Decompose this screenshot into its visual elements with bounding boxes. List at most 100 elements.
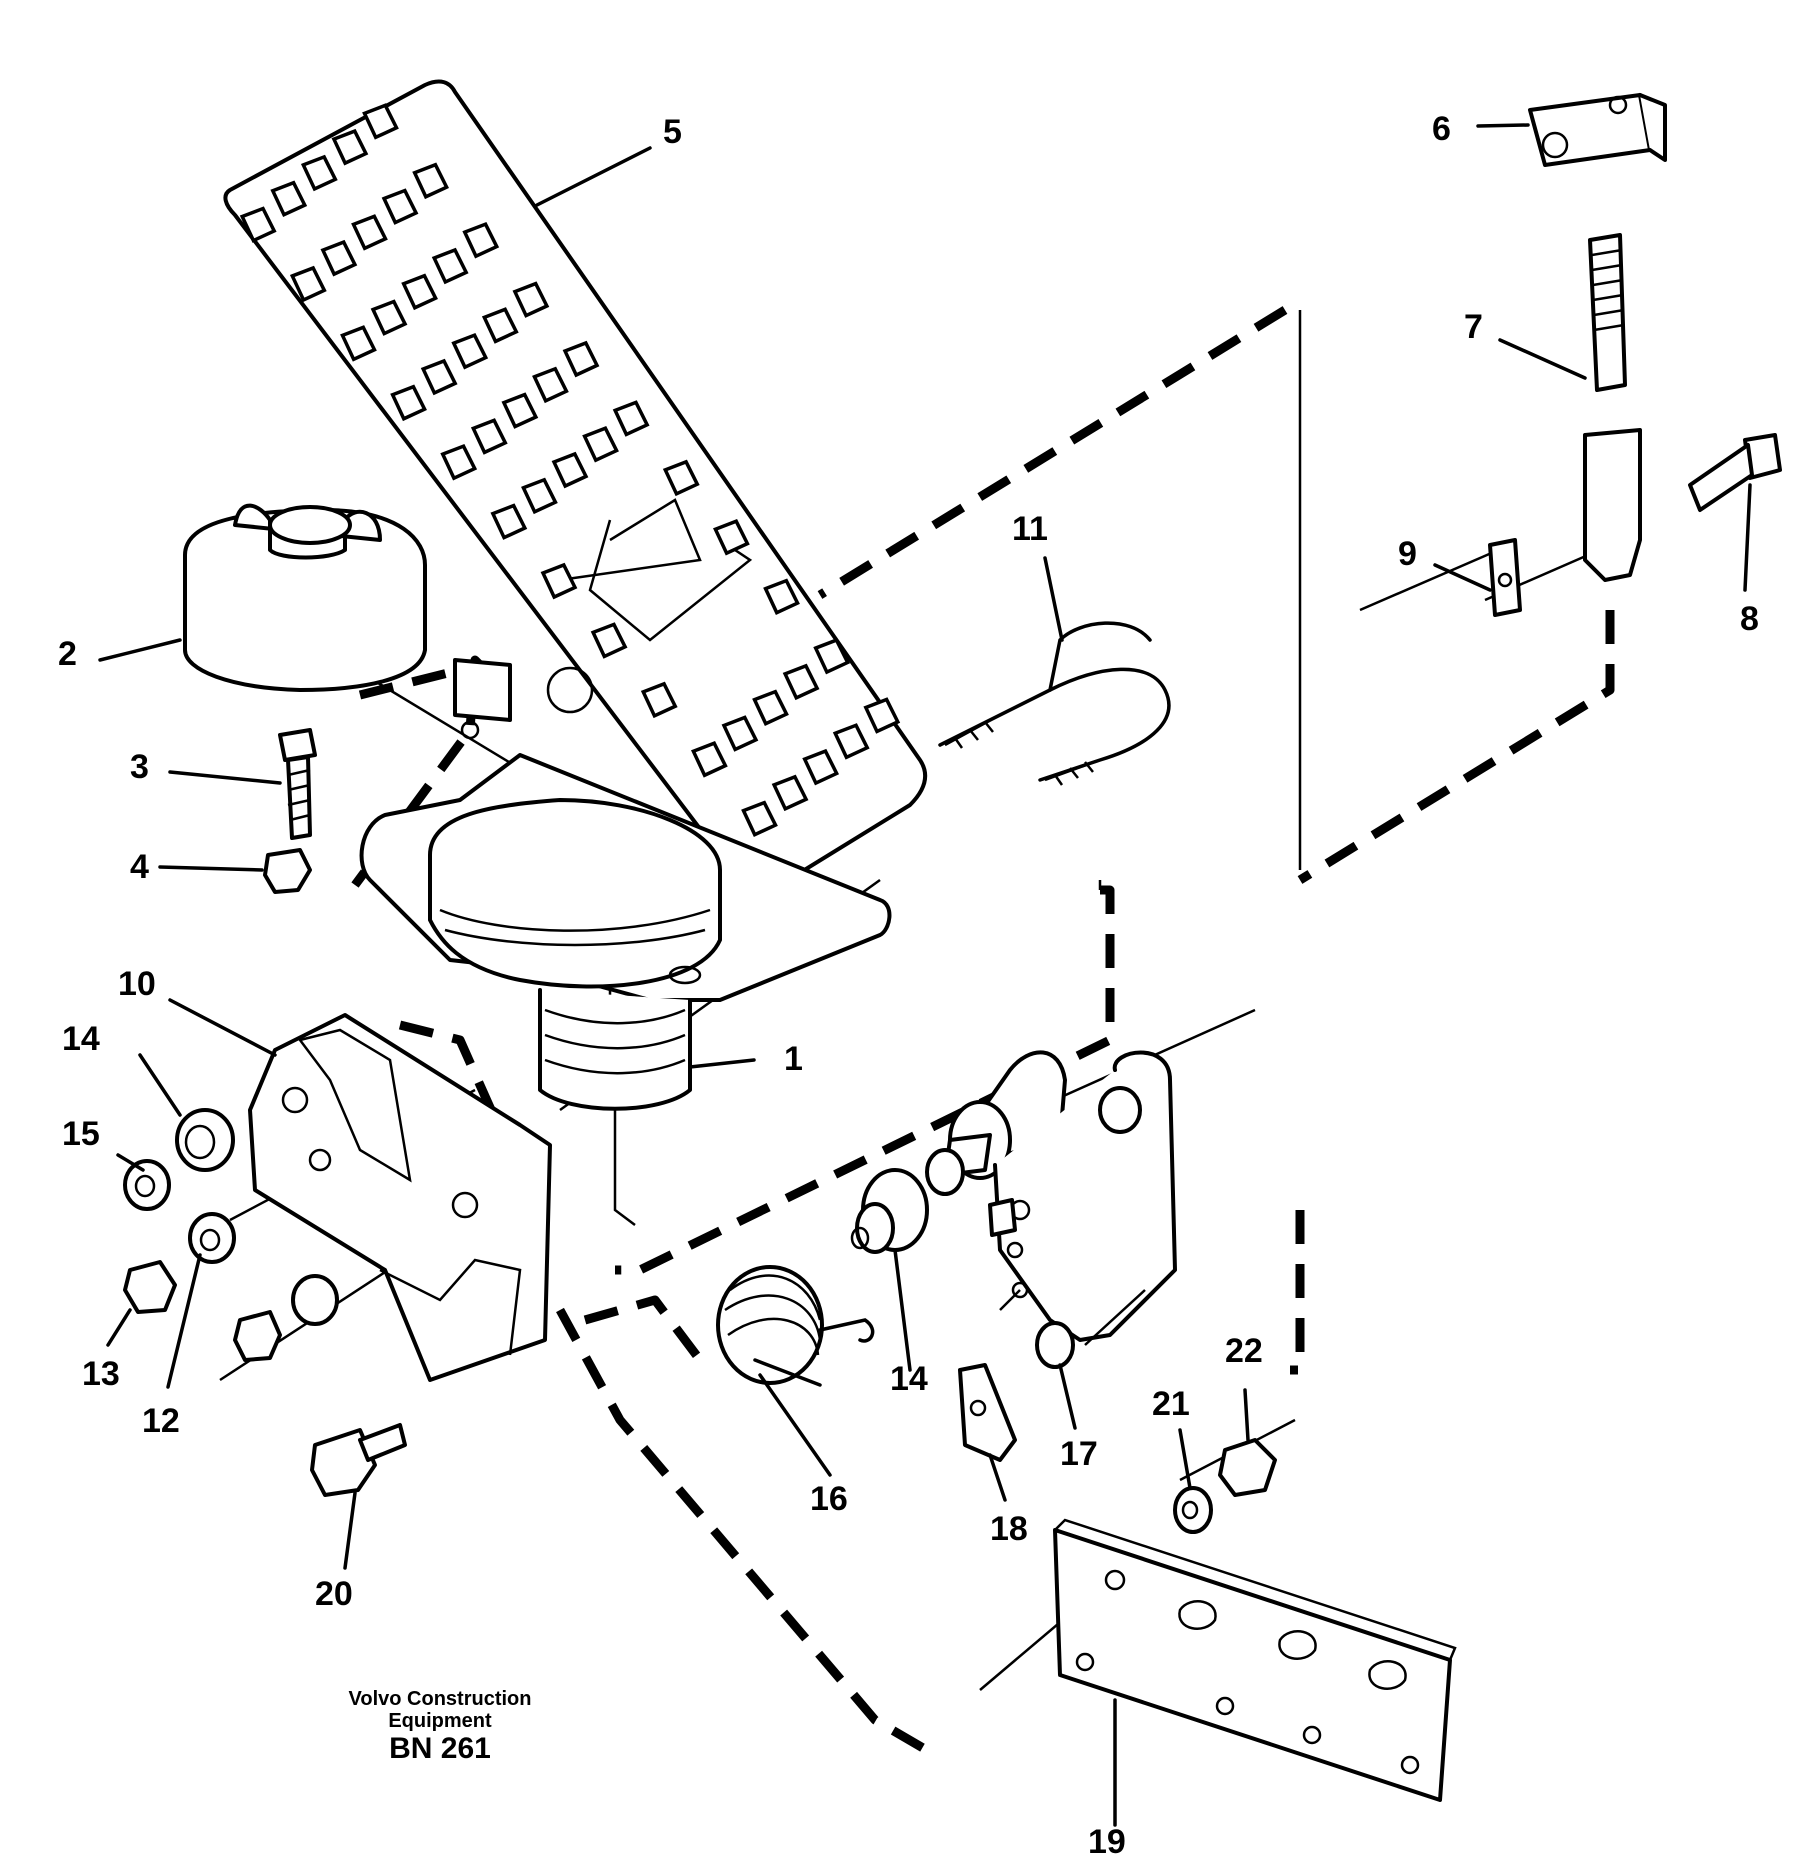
callout-12: 12 (142, 1402, 180, 1440)
callout-5: 5 (663, 113, 682, 151)
tread-diamond (381, 188, 419, 225)
callout-4: 4 (130, 848, 149, 886)
callout-15: 15 (62, 1115, 100, 1153)
tread-diamond (340, 325, 377, 362)
callout-10: 10 (118, 965, 156, 1003)
tread-diamond (451, 332, 489, 370)
manufacturer-line-2: Equipment (388, 1710, 492, 1732)
callout-11: 11 (1012, 510, 1048, 548)
tread-diamond (691, 741, 728, 778)
tread-diamond (721, 715, 759, 752)
tread-diamond (752, 689, 789, 726)
tread-diamond (512, 281, 550, 318)
tread-diamond (351, 214, 388, 251)
callout-1: 1 (784, 1040, 803, 1078)
tread-diamond (863, 697, 901, 734)
callout-13: 13 (82, 1355, 120, 1393)
leader-lines (98, 123, 1752, 1827)
tread-diamond (813, 637, 851, 675)
tread-diamond (270, 180, 308, 218)
assembly-dash-lines (351, 306, 1615, 1759)
washer-21 (1173, 1486, 1213, 1534)
tread-diamond (412, 162, 449, 200)
tread-diamond (501, 392, 539, 429)
drawing-code: BN 261 (389, 1732, 491, 1765)
construction-lines (219, 310, 1596, 1691)
tread-diamond (239, 206, 277, 243)
washer-lower (233, 1274, 339, 1362)
tread-diamond (320, 239, 358, 277)
tread-diamond (582, 426, 619, 463)
tread-diamond (771, 774, 809, 812)
tread-diamond (532, 366, 569, 404)
spring-16 (716, 1265, 875, 1387)
callout-17: 17 (1060, 1435, 1098, 1473)
callout-2: 2 (58, 635, 77, 673)
manufacturer-caption: Volvo Construction Equipment (290, 1688, 590, 1732)
callout-8: 8 (1740, 600, 1759, 638)
tread-diamond (490, 503, 528, 540)
tread-diamond (662, 459, 700, 497)
callout-14-right: 14 (890, 1360, 928, 1398)
washer-14-left (175, 1108, 235, 1172)
tread-diamond (562, 340, 600, 378)
rubber-boot (183, 503, 427, 692)
tread-diamond (741, 800, 778, 837)
washer-12 (188, 1212, 236, 1264)
tread-diamond (832, 723, 870, 760)
nut-22 (1218, 1438, 1277, 1497)
tread-diamond (401, 273, 438, 311)
tread-diamond (763, 578, 800, 615)
callout-22: 22 (1225, 1332, 1263, 1370)
clip-18 (958, 1363, 1017, 1462)
callout-18: 18 (990, 1510, 1028, 1548)
tread-diamond (431, 247, 469, 285)
lock-washer-15 (123, 1159, 171, 1211)
manufacturer-line-1: Volvo Construction (348, 1688, 532, 1710)
tread-diamond (551, 451, 589, 489)
callout-16: 16 (810, 1480, 848, 1518)
clip-9 (1488, 538, 1522, 617)
plate-19 (1053, 1518, 1457, 1802)
callout-14-left: 14 (62, 1020, 100, 1058)
callout-6: 6 (1432, 110, 1451, 148)
callout-21: 21 (1152, 1385, 1190, 1423)
tread-diamond (713, 519, 750, 556)
tread-diamond (390, 384, 427, 422)
bolt-3 (278, 728, 317, 840)
pedal-base (359, 658, 892, 1111)
tread-diamond (300, 154, 338, 192)
callout-9: 9 (1398, 535, 1417, 573)
lever-arm (925, 1050, 1177, 1369)
tread-diamond (521, 477, 558, 515)
bracket-10 (248, 1013, 552, 1382)
tread-diamond (420, 358, 458, 396)
tread-diamond (540, 562, 578, 600)
rod-7 (1583, 233, 1642, 582)
pin-8 (1688, 433, 1782, 512)
cable-11 (938, 621, 1171, 786)
tread-diamond (612, 400, 650, 437)
callout-19: 19 (1088, 1823, 1126, 1855)
callout-7: 7 (1464, 308, 1483, 346)
bolt-20 (310, 1423, 407, 1497)
tread-diamond (802, 748, 840, 786)
callout-20: 20 (315, 1575, 353, 1613)
tread-diamond (370, 299, 408, 336)
tread-diamond (640, 681, 678, 719)
tread-diamond (289, 265, 327, 303)
callout-3: 3 (130, 748, 149, 786)
callout-labels: 1 2 3 4 5 6 7 8 9 10 11 12 13 14 14 15 1… (58, 110, 1759, 1855)
nut-13 (123, 1260, 177, 1314)
block-6 (1528, 93, 1667, 167)
nut-4 (263, 848, 312, 894)
pedal-treads (239, 103, 901, 837)
tread-diamond (362, 103, 399, 140)
bushing-14-right (850, 1168, 929, 1254)
tread-diamond (782, 663, 820, 701)
tread-diamond (481, 307, 519, 344)
tread-diamond (331, 128, 369, 166)
tread-diamond (440, 443, 478, 481)
tread-diamond (470, 418, 508, 455)
